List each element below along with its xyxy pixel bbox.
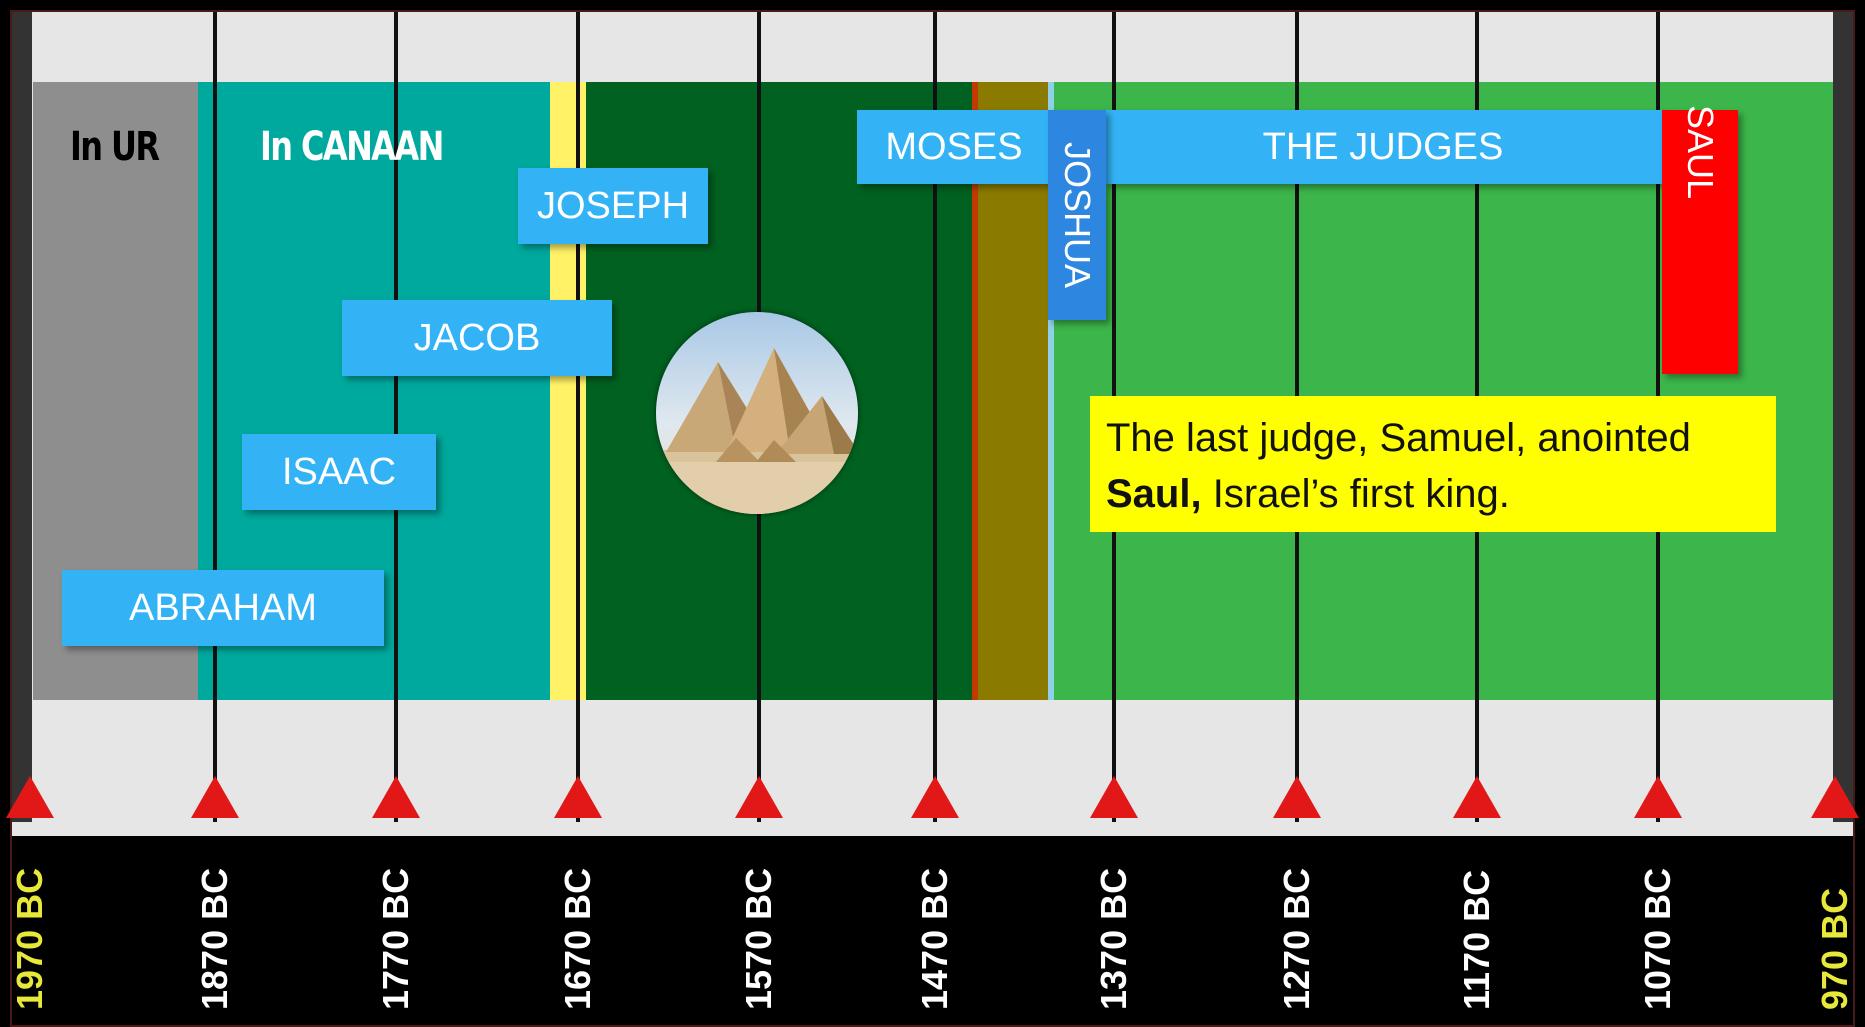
gridline-1970	[12, 12, 32, 822]
axis-arrow-5	[911, 776, 959, 818]
person-joshua: JOSHUA	[1048, 110, 1106, 320]
axis-arrow-9	[1634, 776, 1682, 818]
axis-tick-label: 1370 BC	[1093, 867, 1134, 1010]
axis-arrow-6	[1090, 776, 1138, 818]
axis-tick-label: 1970 BC	[9, 867, 50, 1010]
note-rest: Israel’s first king.	[1201, 472, 1510, 516]
axis-arrow-4	[735, 776, 783, 818]
person-moses: MOSES	[857, 110, 1051, 184]
gridline-1670	[576, 12, 580, 822]
person-saul-label: SAUL	[1680, 104, 1721, 200]
note-bold-saul: Saul,	[1106, 472, 1202, 516]
axis-tick-label: 1570 BC	[738, 867, 779, 1010]
person-abraham: ABRAHAM	[62, 570, 384, 646]
axis-tick-label: 1170 BC	[1456, 869, 1497, 1010]
pyramids-image	[656, 312, 858, 514]
axis-arrow-7	[1273, 776, 1321, 818]
gridline-1770	[394, 12, 398, 822]
axis-arrow-2	[372, 776, 420, 818]
note-line1: The last judge, Samuel, anointed	[1106, 416, 1691, 460]
axis-arrow-10	[1811, 776, 1859, 818]
outer-frame	[10, 10, 1855, 1027]
axis-tick-label: 970 BC	[1814, 887, 1855, 1010]
person-joseph: JOSEPH	[518, 168, 708, 244]
axis-tick-label: 1670 BC	[557, 867, 598, 1010]
axis-tick-label: 1470 BC	[914, 867, 955, 1010]
person-isaac: ISAAC	[242, 434, 436, 510]
person-saul: SAUL	[1662, 105, 1738, 374]
gridline-1870	[213, 12, 217, 822]
gridline-1470	[933, 12, 937, 822]
person-joshua-label: JOSHUA	[1057, 141, 1098, 289]
pyramids-icon	[656, 312, 858, 514]
axis-arrow-0	[6, 776, 54, 818]
note-line2: Saul, Israel’s first king.	[1106, 466, 1760, 522]
axis-arrow-1	[191, 776, 239, 818]
axis-arrow-3	[554, 776, 602, 818]
axis-tick-label: 1870 BC	[194, 867, 235, 1010]
person-judges: THE JUDGES	[1104, 110, 1662, 184]
band-egypt-edge	[972, 82, 978, 700]
note-callout: The last judge, Samuel, anointed Saul, I…	[1090, 396, 1776, 532]
band-conquest-edge	[1048, 82, 1054, 700]
person-jacob: JACOB	[342, 300, 612, 376]
axis-tick-label: 1070 BC	[1637, 867, 1678, 1010]
axis-arrow-8	[1453, 776, 1501, 818]
axis-tick-label: 1270 BC	[1276, 867, 1317, 1010]
band-wilderness	[978, 82, 1048, 700]
axis-tick-label: 1770 BC	[375, 867, 416, 1010]
gridline-970	[1833, 12, 1853, 822]
region-label-canaan: In CANAAN	[260, 124, 444, 170]
region-label-ur: In UR	[70, 124, 160, 170]
